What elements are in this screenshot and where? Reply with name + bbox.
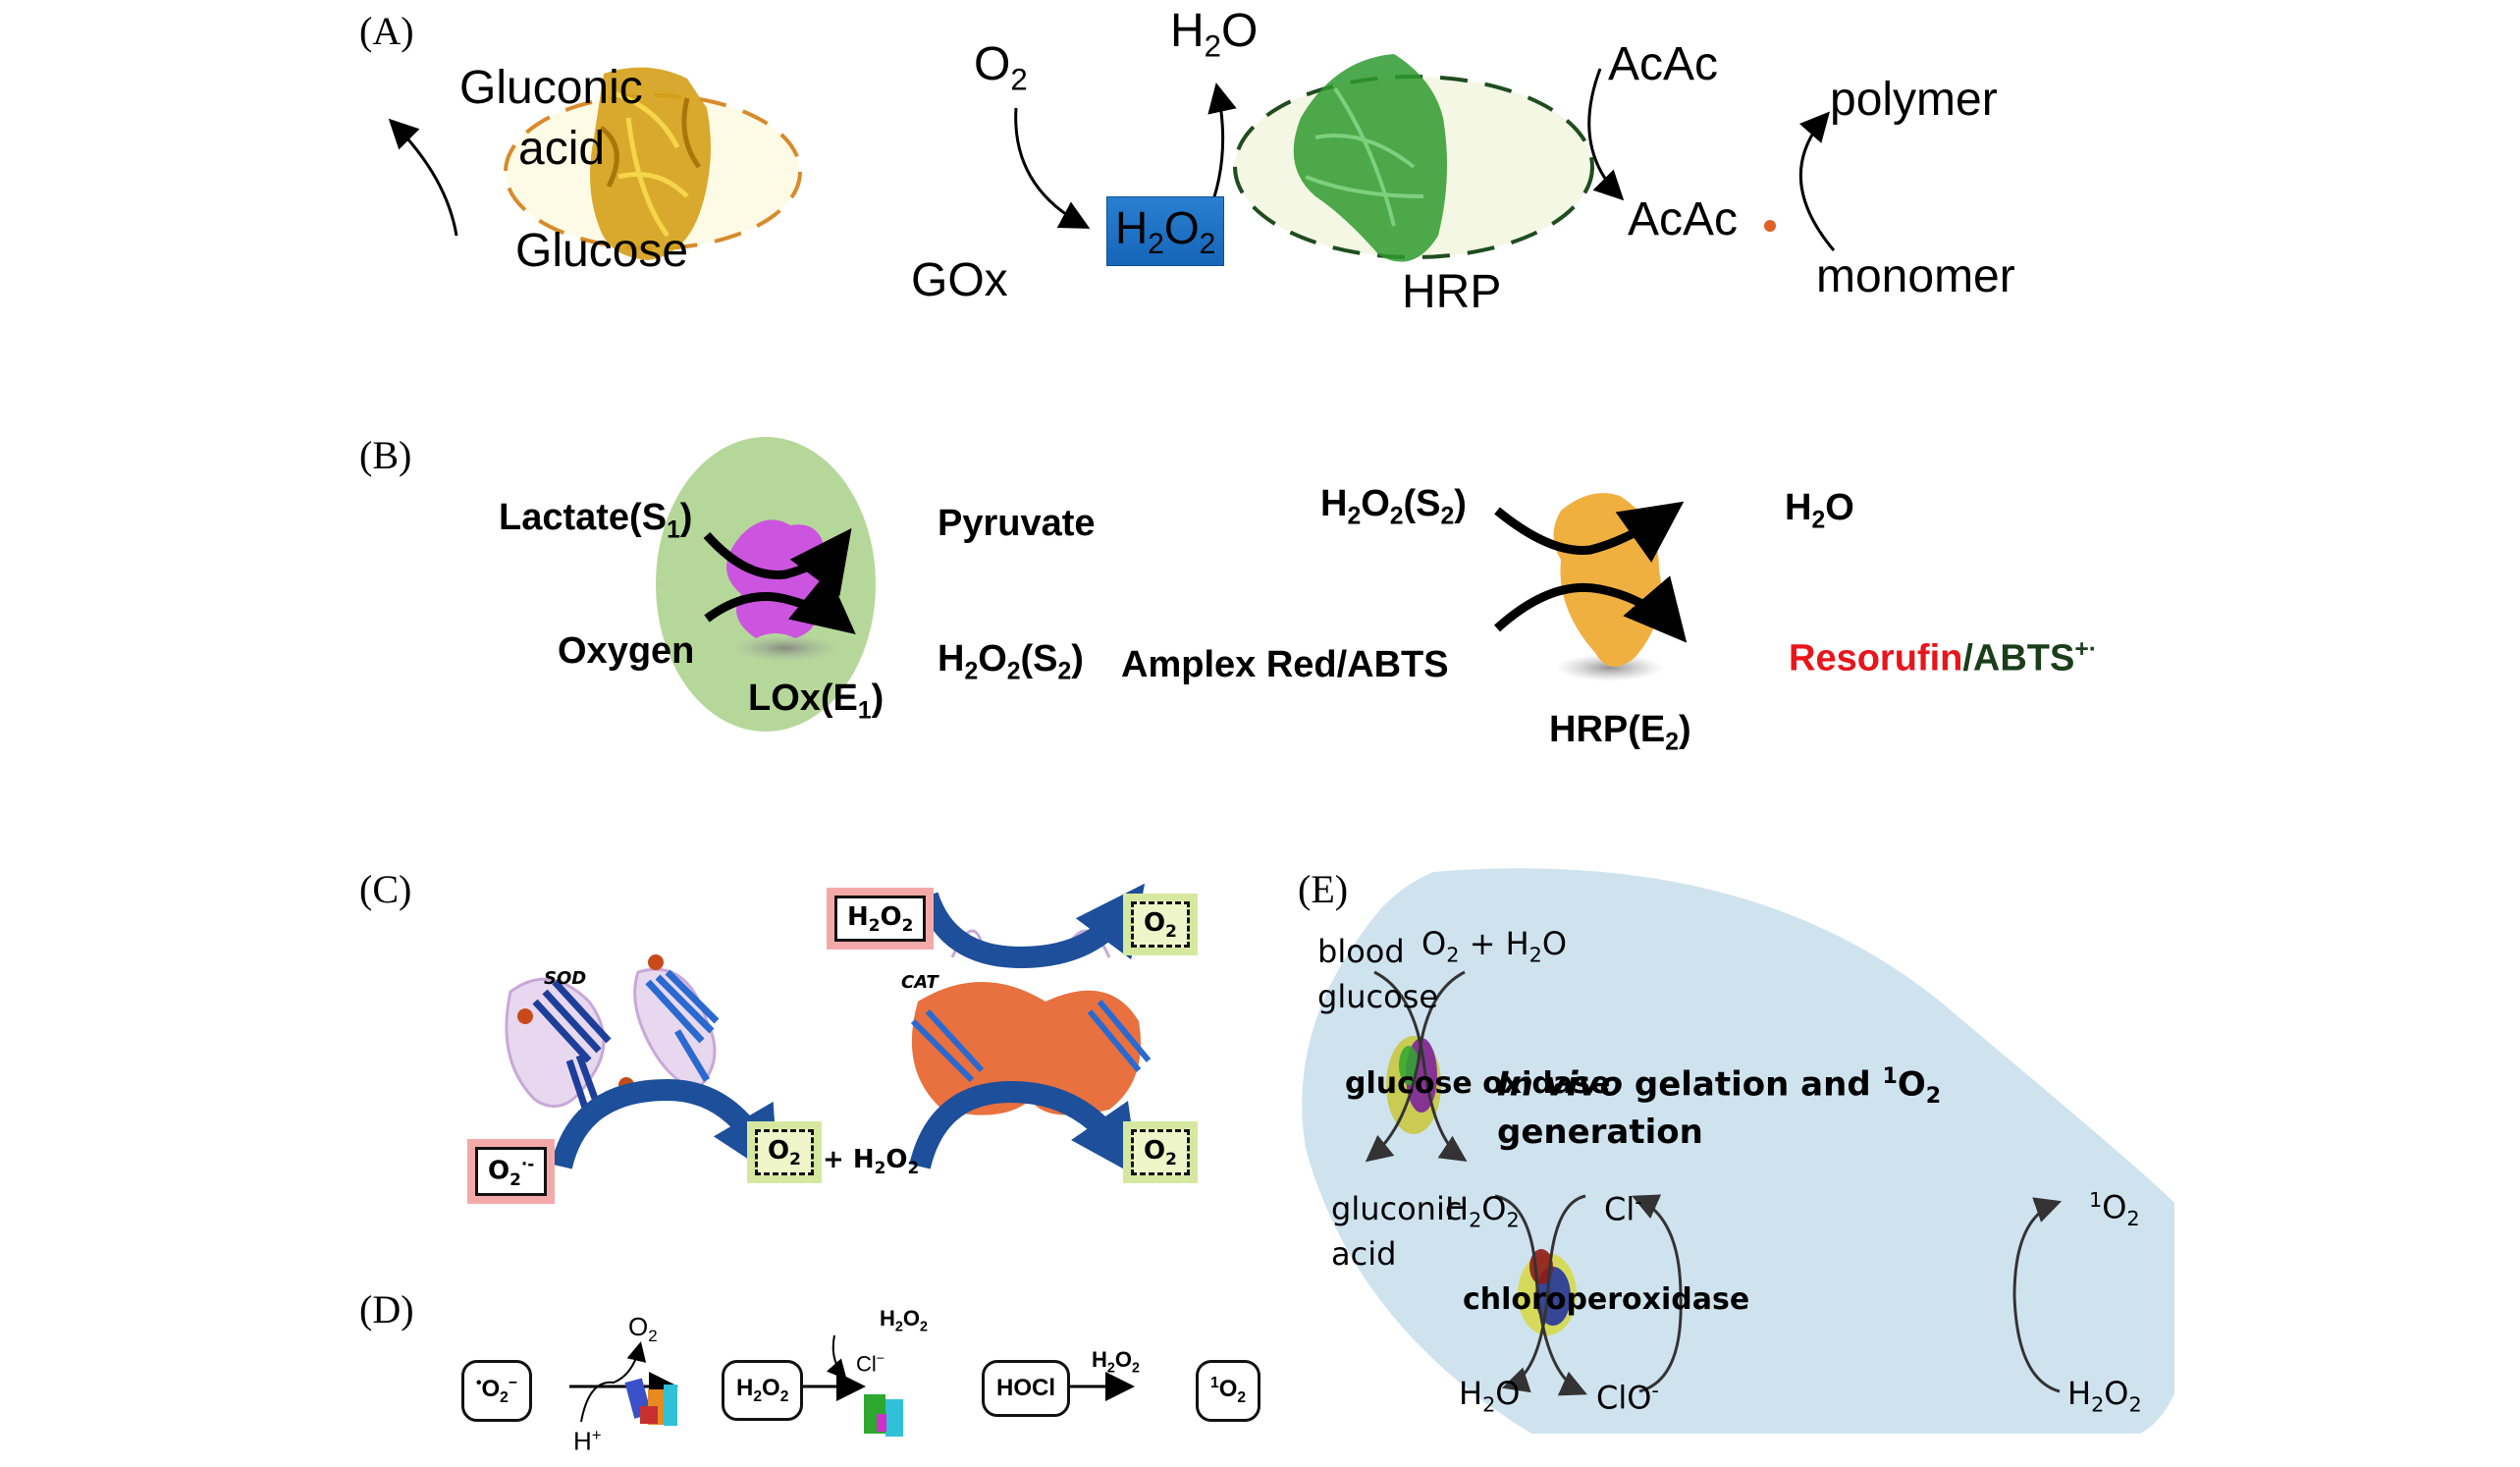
radical-dot	[1764, 220, 1776, 232]
panel-label-e: (E)	[1298, 867, 1349, 911]
panel-d-graphics	[569, 1334, 1135, 1437]
o2-box-top-right: O2	[1131, 901, 1190, 949]
label-h2o2-e-right: H2O2	[2067, 1375, 2142, 1417]
label-o2-plus-h2o: O2 + H2O	[1421, 925, 1568, 967]
panel-e-graphics	[1302, 868, 2174, 1434]
label-lactate: Lactate(S1)	[499, 497, 693, 544]
arrow-h2o2-cross	[1494, 1194, 1587, 1396]
label-glucose-oxidase: glucose oxidase	[1345, 1066, 1611, 1101]
label-h2o-a: H2O	[1170, 5, 1259, 64]
d-step-singlet-o2: 1O2	[1196, 1360, 1261, 1422]
label-glucose: Glucose	[515, 225, 689, 277]
arrow-superoxide-to-o2	[551, 1078, 778, 1179]
hrp-shadow	[1556, 654, 1664, 681]
label-oxygen: Oxygen	[558, 630, 695, 672]
d-protein1-icon	[624, 1378, 677, 1426]
d-step-h2o2: H2O2	[722, 1360, 804, 1421]
label-cl-minus: Cl-	[1604, 1190, 1642, 1228]
panel-label-a: (A)	[359, 9, 414, 53]
h2o2-box-top: H2O2	[834, 896, 927, 943]
label-chloroperoxidase: chloroperoxidase	[1463, 1282, 1750, 1317]
arrow-clo-to-cl	[1632, 1194, 1683, 1393]
d-step-superoxide: •O2−	[461, 1360, 532, 1422]
panel-label-d: (D)	[359, 1287, 414, 1331]
label-cat: CAT	[901, 972, 938, 993]
d-protein2-icon	[864, 1394, 903, 1437]
panel-b-graphics	[656, 437, 1688, 732]
label-d-h2o2-arrow3: H2O2	[1092, 1347, 1140, 1377]
lox-shadow	[731, 634, 839, 662]
label-clo-minus: ClO-	[1596, 1379, 1659, 1417]
label-h2o2-s2-in: H2O2(S2)	[1320, 483, 1467, 530]
label-singlet-o2: 1O2	[2089, 1188, 2140, 1231]
label-h2o2-e-mid: H2O2	[1445, 1190, 1520, 1232]
arrow-h2o2-to-o2-bottom	[909, 1080, 1139, 1177]
arrow-cl-cross	[1501, 1194, 1586, 1393]
label-d-o2: O2	[628, 1312, 658, 1346]
arrow-oxygen-to-h2o2	[704, 570, 856, 634]
o2-box-bottom-right: O2	[1131, 1129, 1190, 1176]
label-plus-h2o2: + H2O2	[823, 1145, 920, 1178]
label-e-title-line2: generation	[1497, 1113, 1703, 1152]
arrow-o2-to-h2o2	[1014, 107, 1091, 229]
panel-label-b: (B)	[359, 433, 412, 477]
label-o2-a: O2	[974, 38, 1028, 97]
label-resorufin-abts: Resorufin/ABTS+·	[1789, 636, 2098, 679]
arrow-h2o2-to-singlet	[2012, 1197, 2063, 1393]
label-gluconic-acid-line2: acid	[518, 123, 606, 175]
arrow-h2o2-to-o2-top	[917, 883, 1146, 969]
label-sod: SOD	[544, 968, 587, 989]
hrp-protein-icon	[1293, 54, 1447, 262]
label-e-title-line1: In vivo gelation and 1O2	[1497, 1063, 1942, 1110]
label-acac-radical: AcAc	[1628, 193, 1739, 245]
label-gluconic-acid-line1: Gluconic	[459, 62, 643, 114]
label-gluconic: gluconic	[1331, 1190, 1463, 1227]
label-gox: GOx	[911, 254, 1008, 306]
superoxide-box: O2·-	[475, 1147, 548, 1196]
label-lox: LOx(E1)	[748, 678, 885, 725]
label-h2o-b: H2O	[1785, 487, 1854, 534]
label-blood: blood	[1317, 933, 1405, 970]
gox-protein-icon	[590, 67, 711, 260]
arrow-glucose-to-gluconic	[388, 118, 458, 237]
panel-a-graphics	[388, 54, 1836, 262]
label-pyruvate: Pyruvate	[938, 503, 1096, 544]
label-glucose-e: glucose	[1317, 978, 1439, 1015]
panel-label-c: (C)	[359, 867, 412, 911]
hrp-b-protein-icon	[1553, 493, 1662, 667]
arrow-amplex-to-resorufin	[1493, 575, 1688, 643]
arrow-acac-to-radical	[1587, 68, 1625, 201]
label-d-hplus: H+	[573, 1426, 602, 1456]
label-hrp-a: HRP	[1402, 266, 1502, 318]
arrow-d1-curve	[580, 1341, 647, 1423]
label-hrp-b: HRP(E2)	[1549, 709, 1691, 756]
label-amplex-red-abts: Amplex Red/ABTS	[1121, 644, 1449, 685]
label-h2o2-s2-out: H2O2(S2)	[938, 638, 1084, 685]
arrow-glucose-cross	[1373, 970, 1468, 1162]
arrow-d2-curve	[826, 1334, 847, 1381]
arrow-lactate-to-pyruvate	[703, 527, 852, 597]
label-acid: acid	[1331, 1235, 1397, 1273]
o2-box-left: O2	[755, 1129, 814, 1176]
panel-c-graphics	[505, 883, 1152, 1179]
label-polymer: polymer	[1830, 74, 1998, 126]
arrow-monomer-to-polymer	[1798, 111, 1836, 251]
arrow-h2o2-to-h2o-b	[1494, 501, 1685, 563]
label-monomer: monomer	[1816, 250, 2015, 302]
label-d-cl: Cl−	[856, 1351, 885, 1377]
arrow-o2-cross	[1365, 970, 1466, 1163]
label-d-h2o2-top: H2O2	[880, 1306, 928, 1335]
sod-protein-icon	[505, 954, 720, 1121]
d-step-hocl: HOCl	[982, 1360, 1070, 1417]
label-h2o-e: H2O	[1459, 1375, 1521, 1417]
label-acac-top: AcAc	[1608, 38, 1719, 90]
h2o2-box-a: H2O2	[1106, 196, 1225, 267]
